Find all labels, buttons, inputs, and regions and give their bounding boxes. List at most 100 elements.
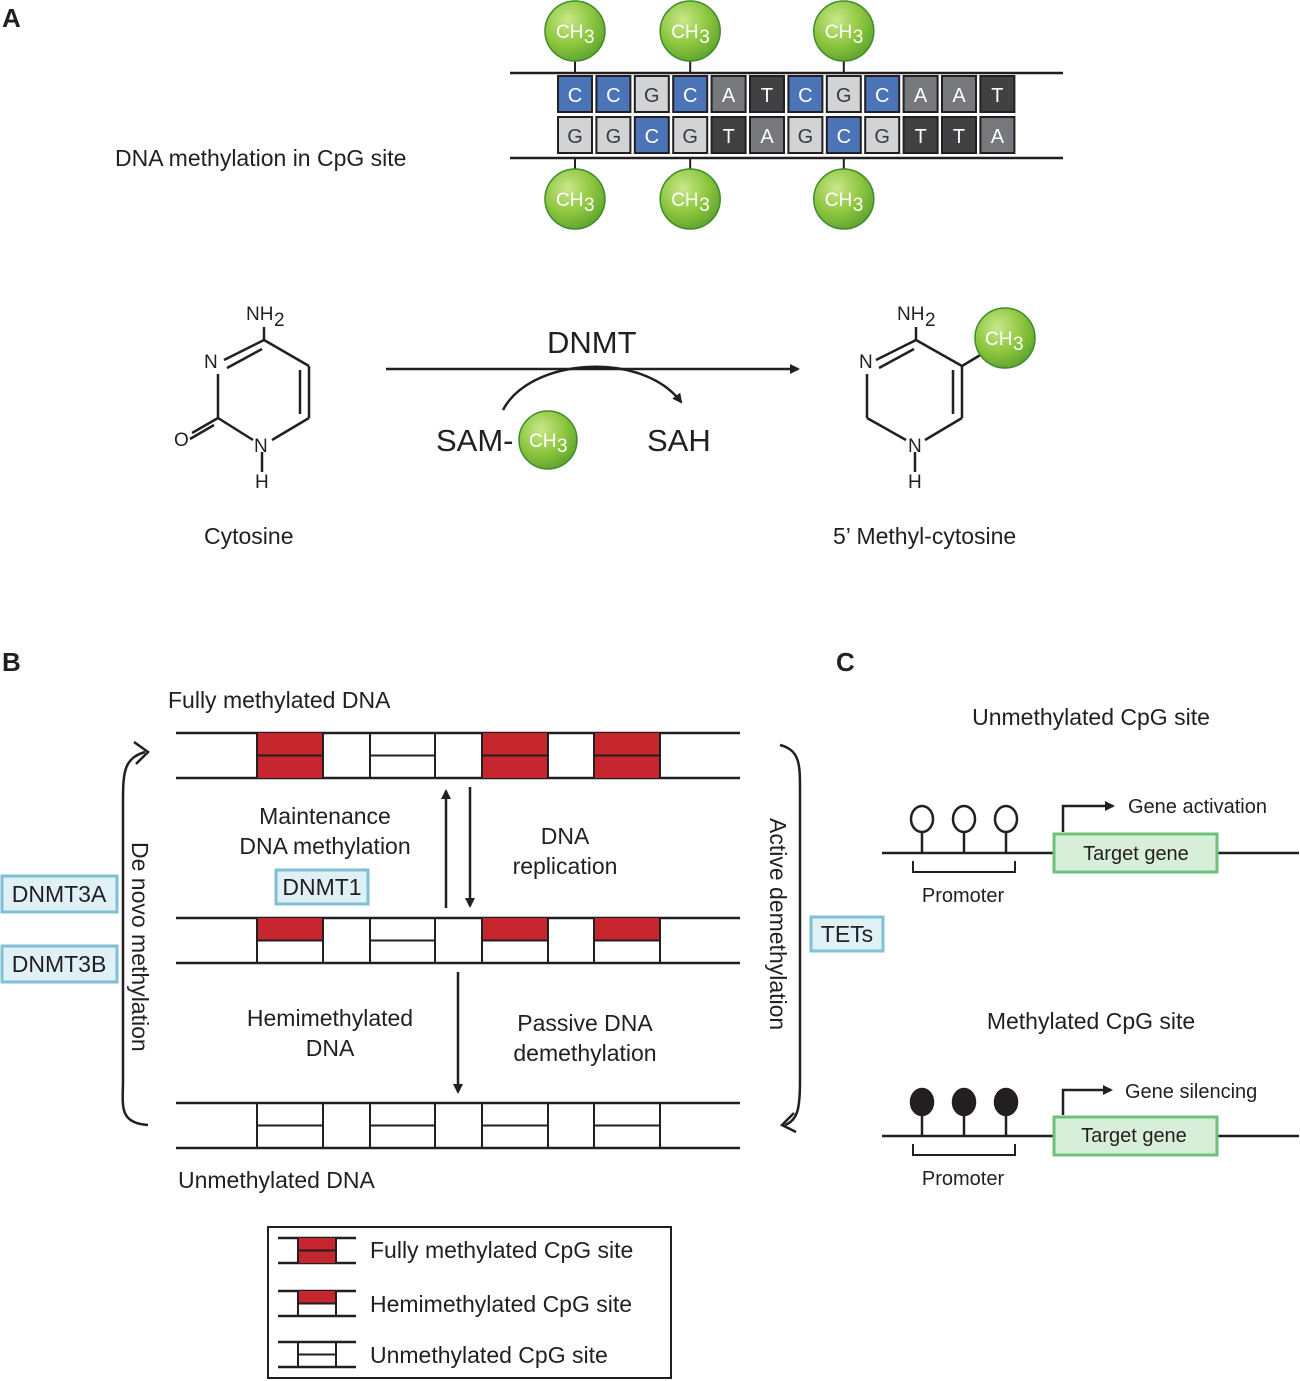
unmethylated-dna [176,1101,740,1150]
fully-methylated-dna-label: Fully methylated DNA [168,687,391,713]
legend-fully-label: Fully methylated CpG site [370,1237,633,1263]
dnmt1-label: DNMT1 [282,874,361,900]
top-methyl-ball-2 [813,0,875,62]
bottom-base-5 [749,116,785,154]
fully-site-3-bottom-methyl [594,755,660,778]
dnmt-enzyme-label: DNMT [547,325,637,360]
bottom-base-2 [633,116,670,154]
mc-n1-label: N [908,436,922,457]
dnmt3b-box [0,944,119,984]
bottom-base-10 [941,116,977,154]
bottom-base-letter-8: G [874,126,890,148]
bottom-base-8 [864,116,901,154]
fully-methylated-dna [176,731,740,780]
bottom-base-1 [595,116,632,154]
hemi-site-3-top-methyl [594,918,660,941]
legend-fully-top-fill [298,1238,336,1251]
top-methyl-sub-1: 3 [699,27,710,48]
legend-un-label: Unmethylated CpG site [370,1342,608,1368]
top-base-letter-2: G [644,85,660,107]
bottom-base-letter-7: C [837,126,851,148]
bottom-base-letter-0: G [567,126,583,148]
mc-amine-label: NH [897,304,924,325]
panel-label-b: B [2,647,21,677]
top-base-9 [902,75,939,113]
top-base-letter-9: A [914,85,928,107]
lollipops-un-head-0 [909,804,935,834]
replication-label-2: replication [513,853,618,879]
legend-hemi-top-fill [298,1291,336,1304]
top-base-5 [749,75,785,113]
legend-hemi-label: Hemimethylated CpG site [370,1291,632,1317]
cytosine-amine-label: NH [246,304,273,325]
cytosine-name: Cytosine [204,523,293,549]
hemimethylated-label-2: DNA [306,1035,355,1061]
top-base-8 [864,75,901,113]
bottom-methyl-ball-2 [813,168,875,230]
lollipops-me-head-1 [951,1087,977,1117]
bottom-base-3 [672,116,709,154]
top-base-0 [557,75,593,113]
bottom-methyl-sub-2: 3 [853,195,864,216]
top-base-1 [595,75,632,113]
top-base-11 [979,75,1016,113]
bottom-methyl-label-2: CH [825,190,852,211]
top-base-letter-8: C [875,85,889,107]
bottom-methyl-sub-1: 3 [699,195,710,216]
top-base-10 [941,75,977,113]
promoter-label-bottom: Promoter [922,1168,1005,1190]
mc-methyl-group: CH 3 [974,307,1036,369]
dnmt3a-box [0,874,119,914]
top-methyl-sub-0: 3 [584,27,595,48]
lollipops-un-head-2 [993,804,1019,834]
mc-n3-label: N [859,352,873,373]
hemimethylated-label-1: Hemimethylated [247,1005,413,1031]
hemi-site-2-top-methyl [482,918,548,941]
bottom-base-7 [825,116,862,154]
cytosine-h-label: H [255,472,269,493]
de-novo-arrow [121,750,149,1127]
hemi-site-0-top-methyl [257,918,323,941]
bottom-base-letter-10: T [953,126,965,148]
methylcytosine-structure [865,327,983,472]
top-base-letter-10: A [952,85,966,107]
legend-fully-swatch [278,1236,356,1265]
hemimethylated-dna [176,916,740,965]
target-gene-label-silenced: Target gene [1081,1125,1187,1147]
bottom-base-letter-2: C [645,126,659,148]
mc-h-label: H [908,472,922,493]
sah-label: SAH [647,423,711,458]
maintenance-label-2: DNA methylation [239,833,410,859]
top-base-letter-3: C [683,85,697,107]
top-base-letter-7: G [836,85,852,107]
top-methyl-sub-2: 3 [853,27,864,48]
bottom-methyl-ball-0 [544,168,606,230]
top-base-3 [672,75,709,113]
lollipops-me-head-0 [909,1087,935,1117]
unmethylated-cpg-lollipops [909,804,1019,853]
top-base-7 [825,75,862,113]
top-base-letter-4: A [722,85,736,107]
silencing-tss-arrow [1061,1085,1113,1115]
target-gene-box-silenced [1052,1115,1219,1157]
lollipops-me-head-2 [993,1087,1019,1117]
bottom-methyl-sub-0: 3 [584,195,595,216]
panel-label-a: A [2,3,21,33]
bottom-base-letter-4: T [722,126,734,148]
target-gene-label-active: Target gene [1083,843,1189,865]
top-base-letter-6: C [798,85,812,107]
top-methyl-ball-1 [659,0,721,62]
replication-label-1: DNA [541,823,590,849]
gene-silencing-label: Gene silencing [1125,1081,1257,1103]
target-gene-box-active [1052,832,1219,874]
bottom-methyl-ball-1 [659,168,721,230]
top-methyl-label-1: CH [671,22,698,43]
fully-site-0-bottom-methyl [257,755,323,778]
active-demethylation-arrow-head [779,1112,797,1134]
dnmt1-box [274,868,370,906]
bottom-base-letter-9: T [914,126,926,148]
top-base-4 [710,75,747,113]
